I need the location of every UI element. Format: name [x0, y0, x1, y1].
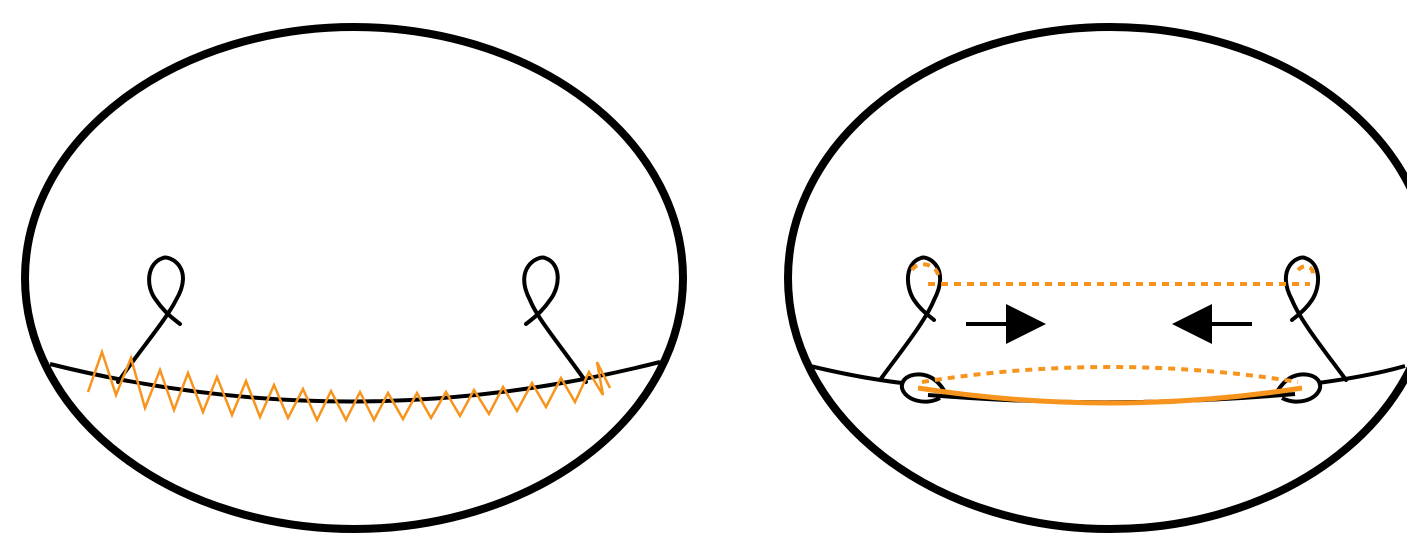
right-panel — [788, 27, 1407, 529]
right-boundary-curve-right — [1318, 366, 1405, 383]
left-zigzag-stitch — [88, 352, 610, 420]
right-dashed-upper-curve — [912, 264, 1313, 284]
right-loop-left — [880, 258, 940, 380]
left-loop-right — [524, 258, 586, 382]
left-panel — [25, 27, 683, 529]
left-outer-ellipse — [25, 27, 683, 529]
right-solid-lower-curve — [918, 388, 1302, 403]
right-dashed-lower-curve — [922, 367, 1298, 382]
right-loop-right — [1286, 258, 1346, 380]
right-outer-ellipse — [788, 27, 1407, 529]
